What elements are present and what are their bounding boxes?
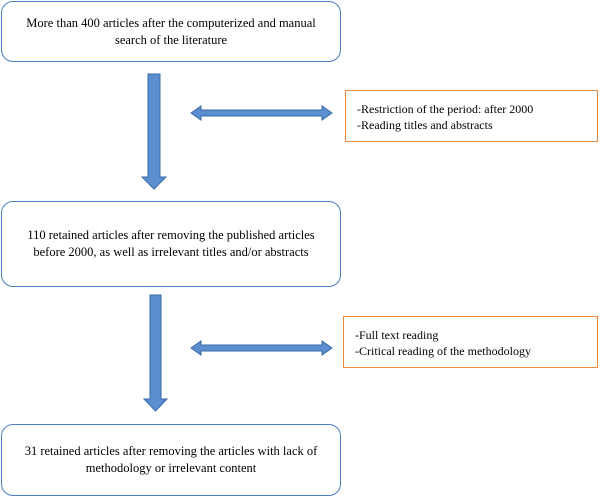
stage-text-initial-search: More than 400 articles after the compute… [26, 15, 316, 47]
criteria-item: -Critical reading of the methodology [355, 344, 531, 358]
down-arrow-2 [142, 294, 169, 412]
double-arrow-2 [190, 340, 333, 356]
down-arrow-1 [140, 73, 168, 190]
criteria-list-screening: -Restriction of the period: after 2000 -… [357, 101, 533, 133]
double-arrow-1 [190, 105, 333, 121]
criteria-list-eligibility: -Full text reading -Critical reading of … [355, 327, 531, 359]
criteria-item: -Reading titles and abstracts [357, 118, 493, 132]
stage-text-final-included: 31 retained articles after removing the … [24, 444, 318, 475]
stage-box-after-screening: 110 retained articles after removing the… [1, 201, 341, 287]
stage-box-initial-search: More than 400 articles after the compute… [1, 1, 341, 62]
criteria-item: -Restriction of the period: after 2000 [357, 102, 534, 116]
criteria-box-eligibility: -Full text reading -Critical reading of … [343, 316, 598, 368]
stage-box-final-included: 31 retained articles after removing the … [1, 424, 341, 496]
criteria-box-screening: -Restriction of the period: after 2000 -… [345, 90, 598, 142]
criteria-item: -Full text reading [355, 328, 439, 342]
stage-text-after-screening: 110 retained articles after removing the… [27, 228, 315, 259]
